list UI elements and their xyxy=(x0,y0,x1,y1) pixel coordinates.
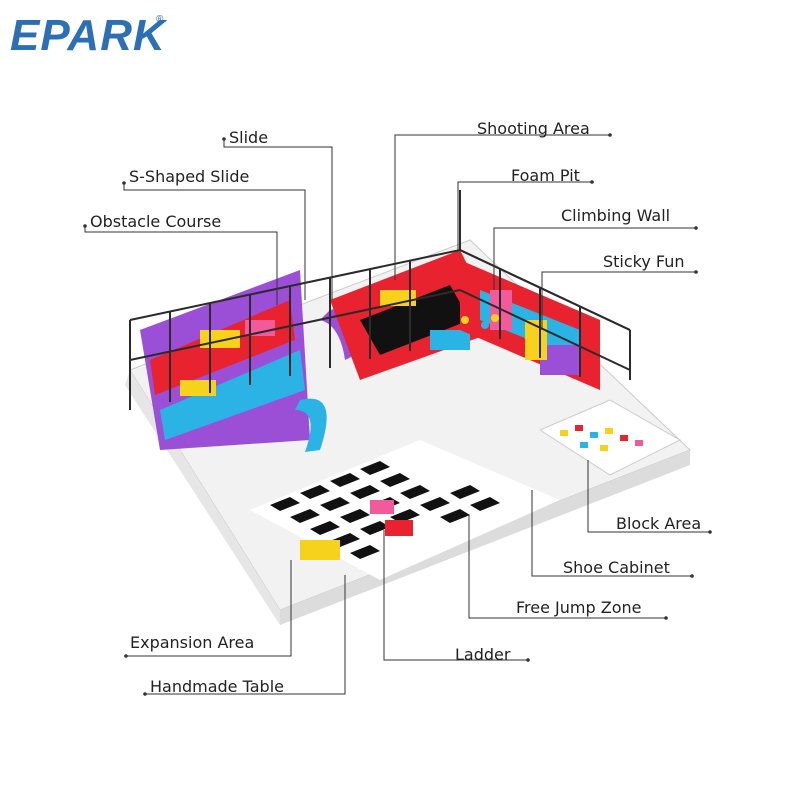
frame-grid xyxy=(129,190,631,410)
label-s-shaped-slide: S-Shaped Slide xyxy=(129,167,250,186)
left-structure xyxy=(140,270,310,450)
label-shoe-cabinet: Shoe Cabinet xyxy=(563,558,670,577)
label-foam-pit: Foam Pit xyxy=(511,166,580,185)
foam-pit-blocks xyxy=(461,311,499,329)
registered-mark: ® xyxy=(156,14,164,25)
logo-text: EPARK xyxy=(10,11,166,60)
label-sticky-fun: Sticky Fun xyxy=(603,252,685,271)
label-handmade-table: Handmade Table xyxy=(150,677,284,696)
label-free-jump-zone: Free Jump Zone xyxy=(516,598,642,617)
block-area-pit xyxy=(538,399,682,476)
label-climbing-wall: Climbing Wall xyxy=(561,206,671,225)
label-obstacle-course: Obstacle Course xyxy=(90,212,222,231)
label-shooting-area: Shooting Area xyxy=(477,119,590,138)
label-slide: Slide xyxy=(229,128,269,147)
label-ladder: Ladder xyxy=(455,645,511,664)
label-expansion-area: Expansion Area xyxy=(130,633,255,652)
center-structure xyxy=(330,250,500,380)
epark-logo: EPARK ® xyxy=(10,8,165,64)
table-area xyxy=(300,500,413,560)
label-block-area: Block Area xyxy=(616,514,702,533)
callout-lines xyxy=(83,133,712,696)
